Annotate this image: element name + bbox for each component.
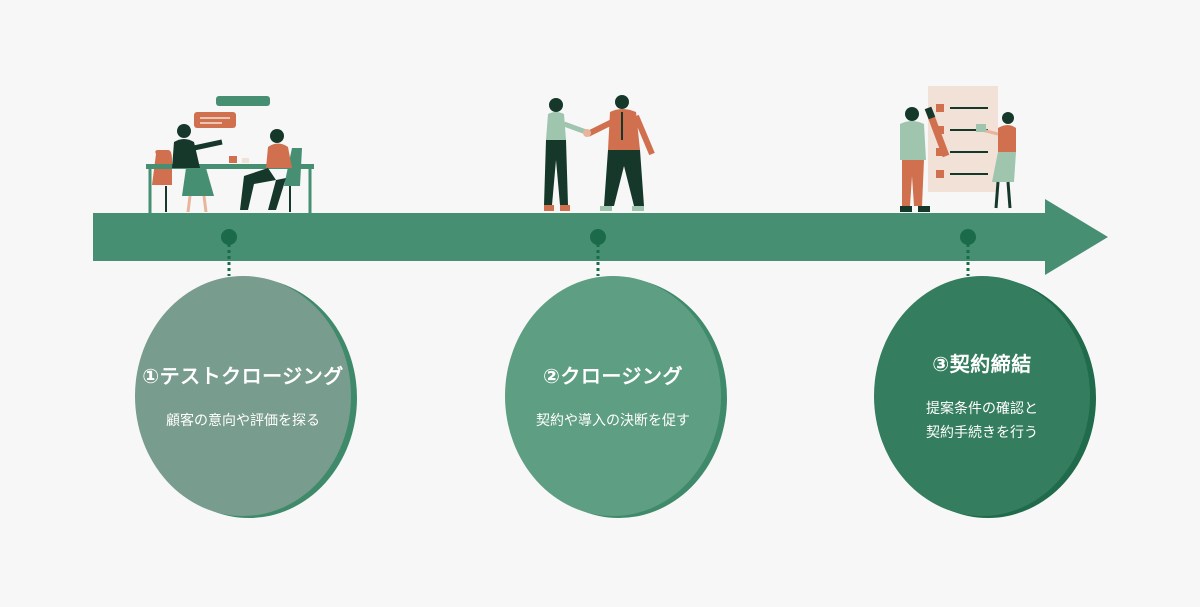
step-2-description: 契約や導入の決断を促す: [536, 409, 690, 433]
connector-1: [221, 229, 237, 276]
contract-checklist-icon: [900, 86, 1016, 212]
step-2-title: ②クロージング: [542, 363, 684, 388]
step-3-description-line-2: 契約手続きを行う: [926, 424, 1038, 441]
step-1-circle: ①テストクロージング 顧客の意向や評価を探る: [135, 276, 351, 516]
step-1-description: 顧客の意向や評価を探る: [166, 409, 320, 433]
connector-3: [960, 229, 976, 276]
step-1-title: ①テストクロージング: [142, 363, 344, 388]
step-3-description-line-1: 提案条件の確認と: [926, 400, 1038, 417]
step-3-description: 提案条件の確認と 契約手続きを行う: [926, 397, 1038, 445]
step-2-description-line: 契約や導入の決断を促す: [536, 412, 690, 429]
handshake-icon: [544, 95, 655, 211]
step-3-title: ③契約締結: [932, 351, 1032, 376]
step-1-description-line: 顧客の意向や評価を探る: [166, 412, 320, 429]
step-3-circle: ③契約締結 提案条件の確認と 契約手続きを行う: [874, 276, 1090, 516]
step-2-circle: ②クロージング 契約や導入の決断を促す: [505, 276, 721, 516]
meeting-table-icon: [146, 96, 314, 213]
connector-2: [590, 229, 606, 276]
